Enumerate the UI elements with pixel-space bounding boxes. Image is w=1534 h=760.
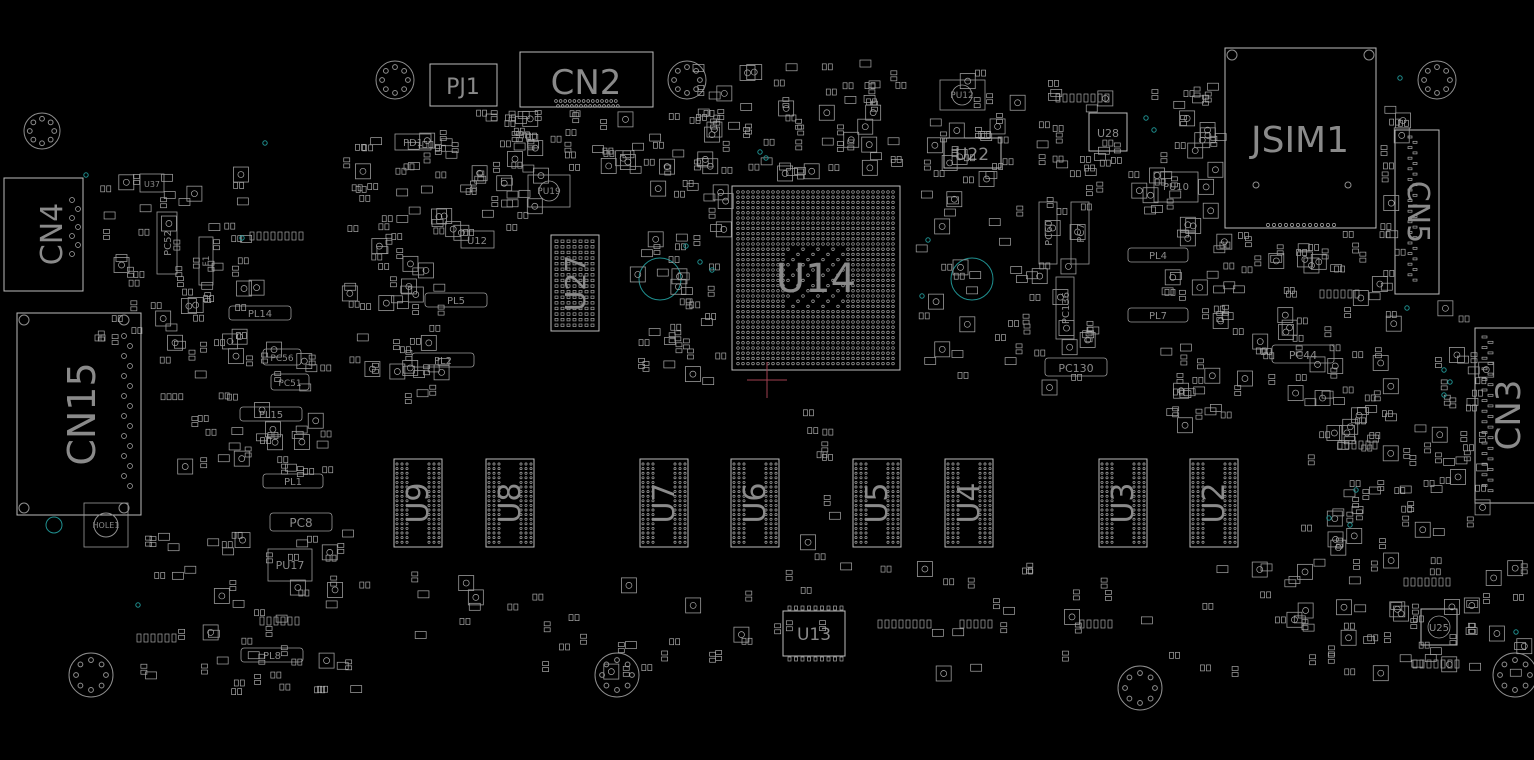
memory-chip-u8: U8 xyxy=(485,458,535,548)
memory-chip-label: U7 xyxy=(647,482,682,523)
pc136-label: PC136 xyxy=(1061,292,1072,324)
chip-u12: U12 xyxy=(460,230,495,249)
connector-cn4: CN4 xyxy=(3,177,84,292)
chip-u28: U28 xyxy=(1088,112,1128,152)
memory-chip-u6: U6 xyxy=(730,458,780,548)
inductor-pl14: PL14 xyxy=(228,305,292,321)
cn5-label: CN5 xyxy=(1400,181,1435,243)
u12-label: U12 xyxy=(467,236,487,247)
pc56-label: PC56 xyxy=(270,354,293,364)
capacitor-pc130: PC130 xyxy=(1044,357,1108,377)
connector-cn2: CN2 xyxy=(519,51,654,108)
pc52-label: PC52 xyxy=(163,230,174,256)
pl15-label: PL15 xyxy=(259,410,283,421)
diode-pd1: PD1 xyxy=(394,133,432,151)
memory-chip-row: U9 U8 U7 U6 U5 U4 U3 U2 xyxy=(393,458,1239,548)
pu17-label: PU17 xyxy=(276,559,305,572)
memory-chip-u7: U7 xyxy=(639,458,689,548)
pc60-label: PC60 xyxy=(1044,220,1055,246)
pl14-label: PL14 xyxy=(248,309,272,320)
pj1-label: PJ1 xyxy=(446,75,480,100)
pl2-label: PL2 xyxy=(434,356,452,367)
capacitor-pc51: PC51 xyxy=(270,373,310,391)
pc130-label: PC130 xyxy=(1058,362,1093,375)
connector-cn3: CN3 xyxy=(1474,327,1534,504)
pd1-label: PD1 xyxy=(403,138,423,149)
mounting-holes xyxy=(23,60,1534,711)
small-components xyxy=(94,59,1533,695)
via-ring-right xyxy=(950,257,994,301)
memory-chip-u5: U5 xyxy=(852,458,902,548)
inductor-pl8: PL8 xyxy=(240,647,304,663)
memory-chip-u4: U4 xyxy=(944,458,994,548)
f1-label: F1 xyxy=(202,256,212,267)
chip-u13: U13 xyxy=(782,605,846,662)
memory-chip-u3: U3 xyxy=(1098,458,1148,548)
memory-chip-u2: U2 xyxy=(1189,458,1239,548)
connector-cn5: CN5 xyxy=(1394,129,1440,295)
pu19-label: PU19 xyxy=(537,187,561,197)
inductor-pl4: PL4 xyxy=(1127,247,1189,263)
chip-u37: U37 xyxy=(139,173,165,193)
connector-jsim1: JSIM1 xyxy=(1224,47,1377,229)
connector-pj1: PJ1 xyxy=(429,63,498,107)
u14-label: U14 xyxy=(776,256,856,302)
capacitor-pc52: PC52 xyxy=(156,211,178,275)
pl8-label: PL8 xyxy=(263,651,281,662)
pu12-label: PU12 xyxy=(950,91,973,101)
u37-label: U37 xyxy=(144,180,160,189)
inductor-pl5: PL5 xyxy=(424,292,488,308)
capacitor-pc136: PC136 xyxy=(1055,276,1075,340)
pl5-label: PL5 xyxy=(447,296,465,307)
cn2-label: CN2 xyxy=(551,63,622,103)
inductor-pl7: PL7 xyxy=(1127,307,1189,323)
chip-u25: U25 xyxy=(1420,608,1458,646)
memory-chip-label: U3 xyxy=(1106,482,1141,523)
small-vias xyxy=(83,75,1519,635)
cn4-label: CN4 xyxy=(35,203,70,265)
pl7-label: PL7 xyxy=(1149,311,1167,322)
capacitor-pc7: PC7 xyxy=(1070,201,1090,265)
hole1-label: HOLE1 xyxy=(93,521,120,530)
memory-chip-label: U8 xyxy=(493,482,528,523)
cn15-label: CN15 xyxy=(60,362,104,465)
memory-chip-label: U6 xyxy=(738,482,773,523)
capacitor-pc60: PC60 xyxy=(1038,201,1058,265)
memory-chip-label: U9 xyxy=(401,482,436,523)
pc44-label: PC44 xyxy=(1289,349,1317,362)
connector-cn15: CN15 xyxy=(16,312,142,516)
u28-label: U28 xyxy=(1097,127,1119,140)
pu10-label: PU10 xyxy=(1163,182,1189,193)
pl4-label: PL4 xyxy=(1149,251,1167,262)
pl1-label: PL1 xyxy=(284,477,302,488)
inductor-pl15: PL15 xyxy=(239,406,303,422)
memory-chip-u9: U9 xyxy=(393,458,443,548)
memory-chip-label: U4 xyxy=(952,482,987,523)
pc51-label: PC51 xyxy=(278,379,301,389)
jsim1-label: JSIM1 xyxy=(1249,120,1349,161)
u27-label: U27 xyxy=(559,255,592,311)
pc7-label: PC7 xyxy=(1076,223,1087,242)
via-small xyxy=(45,516,63,534)
memory-chip-label: U5 xyxy=(860,482,895,523)
u25-label: U25 xyxy=(1429,623,1449,634)
chip-pu19: PU19 xyxy=(527,174,571,208)
memory-chip-label: U2 xyxy=(1197,482,1232,523)
pc8-label: PC8 xyxy=(289,516,312,530)
inductor-pl1: PL1 xyxy=(262,473,324,489)
chip-u27: U27 xyxy=(550,234,600,332)
chip-pu12: PU12 xyxy=(939,79,986,111)
chip-u14-bga: U14 xyxy=(731,185,901,398)
mounting-hole1: HOLE1 xyxy=(83,502,129,548)
u13-label: U13 xyxy=(797,625,831,645)
cn3-label: CN3 xyxy=(1489,380,1529,451)
chip-pu10: PU10 xyxy=(1153,171,1199,203)
capacitor-pc8: PC8 xyxy=(269,512,333,532)
